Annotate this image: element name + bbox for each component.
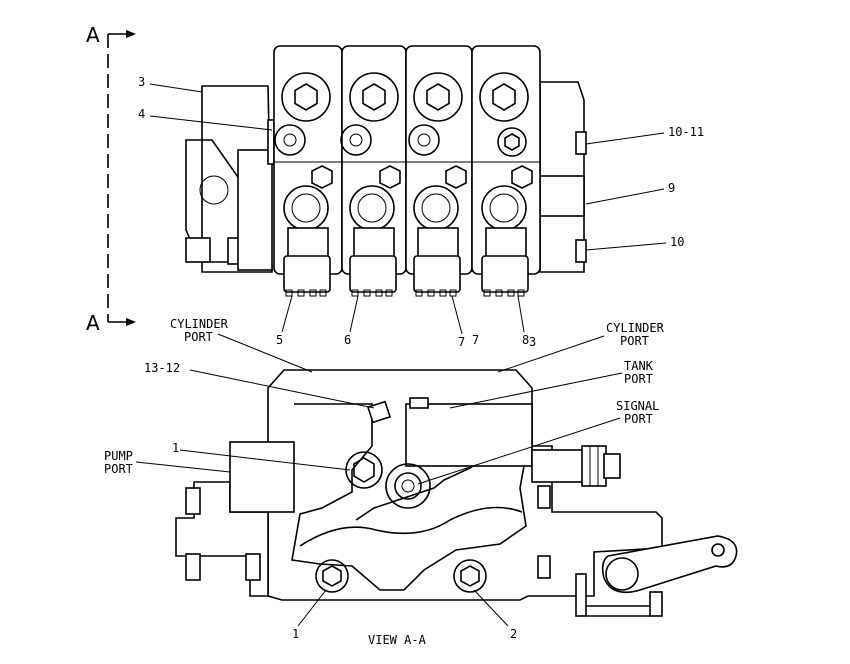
callout-3: 3 — [138, 75, 145, 89]
callout-8b: 3 — [529, 335, 536, 349]
section-view-labels: CYLINDER PORT CYLINDER PORT TANK PORT SI… — [104, 317, 665, 647]
callout-8a: 8 — [522, 333, 529, 347]
callout-13-12: 13-12 — [144, 361, 180, 375]
spool-section-4 — [471, 45, 541, 297]
spool-section-1 — [273, 45, 343, 297]
top-view-callouts: 3 4 10-11 9 10 5 6 7 7 8 3 — [138, 75, 704, 349]
callout-10-11: 10-11 — [668, 125, 704, 139]
callout-4: 4 — [138, 107, 145, 121]
section-letter-bottom: A — [86, 311, 100, 335]
cylinder-port-right-line1: CYLINDER — [606, 321, 665, 335]
cylinder-port-left-line2: PORT — [184, 330, 213, 344]
callout-10: 10 — [670, 235, 684, 249]
spool-section-2 — [340, 45, 407, 297]
callout-7b: 7 — [472, 333, 479, 347]
callout-1-top: 1 — [172, 441, 179, 455]
tank-port-line1: TANK — [624, 359, 654, 373]
callout-7a: 7 — [458, 335, 465, 349]
tank-port-line2: PORT — [624, 372, 653, 386]
section-view-a-a — [175, 369, 738, 617]
callout-6: 6 — [344, 333, 351, 347]
callout-9: 9 — [668, 181, 675, 195]
cylinder-port-right-line2: PORT — [620, 334, 649, 348]
cylinder-port-left-line1: CYLINDER — [170, 317, 229, 331]
spool-section-3 — [405, 45, 473, 297]
section-marker: A A — [86, 23, 136, 335]
section-letter-top: A — [86, 23, 100, 47]
signal-port-line1: SIGNAL — [616, 399, 659, 413]
signal-port-line2: PORT — [624, 412, 653, 426]
pump-port-line2: PORT — [104, 462, 133, 476]
callout-2: 2 — [510, 627, 517, 641]
callout-1-bottom: 1 — [292, 627, 299, 641]
valve-stack-top-view — [185, 45, 587, 297]
view-title: VIEW A-A — [368, 633, 427, 647]
callout-5: 5 — [276, 333, 283, 347]
pump-port-line1: PUMP — [104, 449, 133, 463]
